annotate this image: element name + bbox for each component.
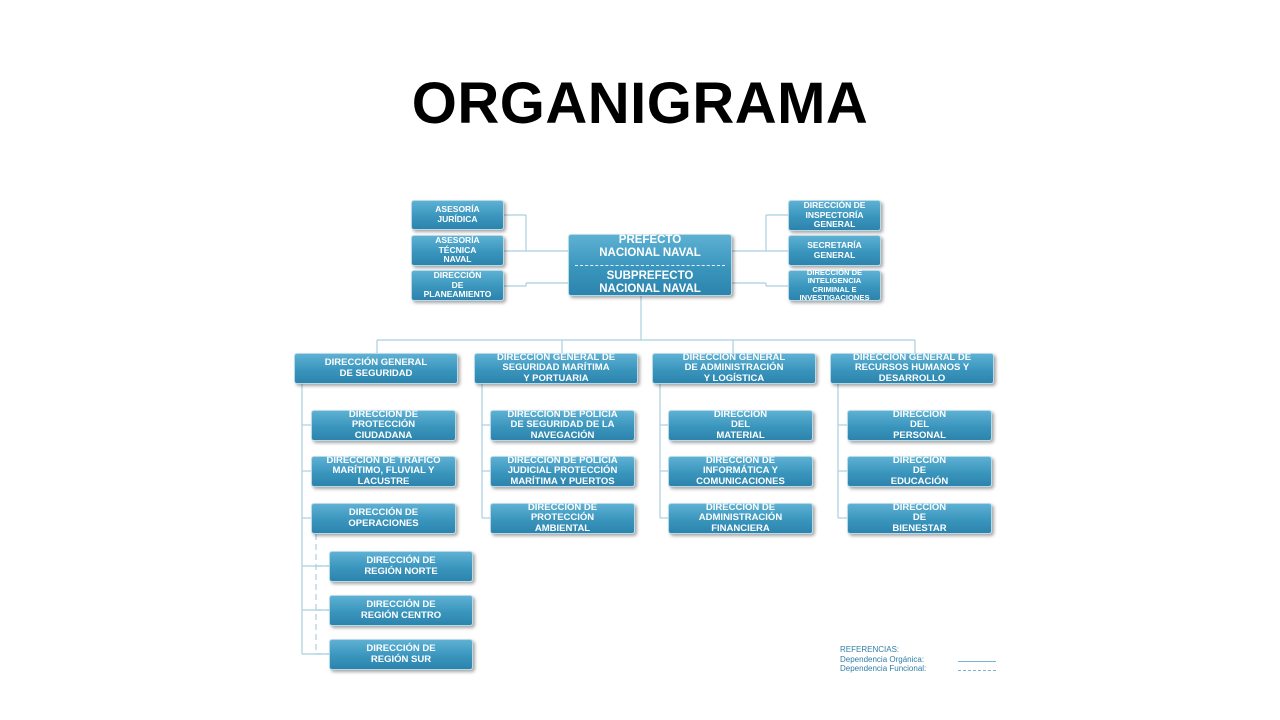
direction-administracion-financiera: DIRECCIÓN DE ADMINISTRACIÓN FINANCIERA: [668, 502, 813, 534]
direction-educacion: DIRECCIÓN DE EDUCACIÓN: [847, 455, 992, 487]
staff-box-inspectoria-general: DIRECCIÓN DE INSPECTORÍA GENERAL: [788, 200, 881, 231]
direction-trafico-maritimo: DIRECCIÓN DE TRÁFICO MARÍTIMO, FLUVIAL Y…: [311, 455, 456, 487]
general-direction-administracion: DIRECCIÓN GENERAL DE ADMINISTRACIÓN Y LO…: [652, 352, 816, 384]
staff-box-asesoria-juridica: ASESORÍA JURÍDICA: [411, 200, 504, 230]
legend-heading: REFERENCIAS:: [840, 645, 900, 654]
direction-informatica: DIRECCIÓN DE INFORMÁTICA Y COMUNICACIONE…: [668, 455, 813, 487]
prefecto-label: PREFECTO NACIONAL NAVAL: [599, 234, 701, 260]
direction-region-norte: DIRECCIÓN DE REGIÓN NORTE: [329, 551, 473, 582]
direction-region-sur: DIRECCIÓN DE REGIÓN SUR: [329, 639, 473, 670]
legend-functional-label: Dependencia Funcional:: [840, 664, 927, 674]
direction-policia-judicial: DIRECCIÓN DE POLICÍA JUDICIAL PROTECCIÓN…: [490, 455, 635, 487]
subprefecto-label: SUBPREFECTO NACIONAL NAVAL: [599, 269, 701, 295]
legend-row-organic: Dependencia Orgánica:: [840, 654, 996, 665]
general-direction-seguridad: DIRECCIÓN GENERAL DE SEGURIDAD: [294, 353, 458, 384]
staff-box-secretaria-general: SECRETARÍA GENERAL: [788, 235, 881, 266]
general-direction-recursos-humanos: DIRECCIÓN GENERAL DE RECURSOS HUMANOS Y …: [830, 352, 994, 384]
prefecto-subprefecto-box: PREFECTO NACIONAL NAVAL SUBPREFECTO NACI…: [568, 234, 732, 296]
direction-proteccion-ciudadana: DIRECCIÓN DE PROTECCIÓN CIUDADANA: [311, 409, 456, 441]
staff-box-inteligencia-criminal: DIRECCIÓN DE INTELIGENCIA CRIMINAL E INV…: [788, 268, 881, 302]
legend-row-functional: Dependencia Funcional:: [840, 664, 996, 674]
direction-personal: DIRECCIÓN DEL PERSONAL: [847, 409, 992, 441]
legend: REFERENCIAS: Dependencia Orgánica: Depen…: [840, 645, 996, 674]
direction-material: DIRECCIÓN DEL MATERIAL: [668, 409, 813, 441]
legend-dashed-line: [958, 670, 996, 672]
page-title: ORGANIGRAMA: [411, 71, 869, 136]
legend-organic-label: Dependencia Orgánica:: [840, 654, 925, 664]
direction-operaciones: DIRECCIÓN DE OPERACIONES: [311, 503, 456, 534]
direction-proteccion-ambiental: DIRECCIÓN DE PROTECCIÓN AMBIENTAL: [490, 502, 635, 534]
functional-separator: [575, 264, 725, 266]
staff-box-planeamiento: DIRECCIÓN DE PLANEAMIENTO: [411, 270, 504, 301]
direction-policia-seguridad-navegacion: DIRECCIÓN DE POLICÍA DE SEGURIDAD DE LA …: [490, 409, 635, 441]
direction-region-centro: DIRECCIÓN DE REGIÓN CENTRO: [329, 595, 473, 626]
general-direction-seguridad-maritima: DIRECCIÓN GENERAL DE SEGURIDAD MARÍTIMA …: [474, 352, 638, 384]
direction-bienestar: DIRECCIÓN DE BIENESTAR: [847, 502, 992, 534]
staff-box-asesoria-tecnica-naval: ASESORÍA TÉCNICA NAVAL: [411, 235, 504, 266]
legend-solid-line: [958, 660, 996, 662]
